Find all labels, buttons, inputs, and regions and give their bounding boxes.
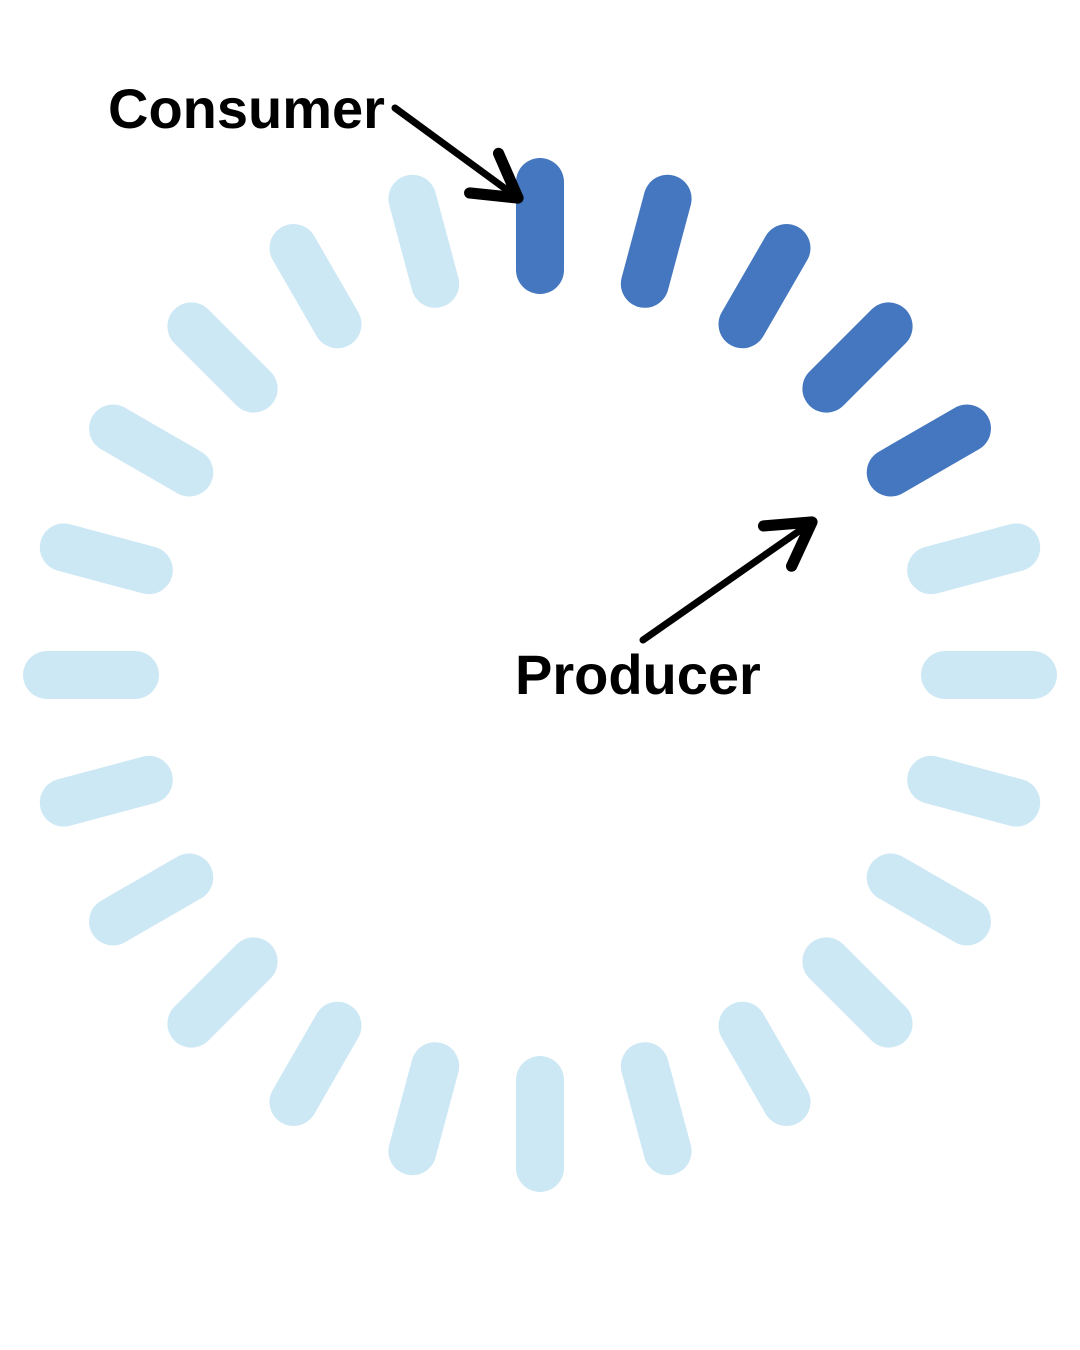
empty-slot-23: [388, 174, 460, 308]
consumer-arrow: [391, 104, 524, 204]
empty-slot-13: [388, 1042, 460, 1176]
filled-slot-3: [802, 302, 913, 413]
empty-slot-21: [167, 302, 278, 413]
empty-slot-5: [907, 523, 1041, 595]
consumer-label: Consumer: [108, 77, 385, 140]
filled-slot-2: [718, 224, 811, 349]
empty-slot-14: [269, 1001, 362, 1126]
empty-slot-8: [866, 853, 991, 946]
empty-slot-19: [39, 523, 173, 595]
empty-slot-11: [620, 1042, 692, 1176]
empty-slot-17: [39, 755, 173, 827]
producer-label: Producer: [515, 643, 761, 706]
empty-slot-22: [269, 224, 362, 349]
filled-slot-4: [866, 404, 991, 497]
ring-slots: [23, 158, 1057, 1192]
empty-slot-15: [167, 937, 278, 1048]
empty-slot-7: [907, 755, 1041, 827]
empty-slot-10: [718, 1001, 811, 1126]
producer-arrow: [639, 516, 818, 644]
filled-slot-1: [620, 174, 692, 308]
empty-slot-20: [89, 404, 214, 497]
empty-slot-9: [802, 937, 913, 1048]
empty-slot-16: [89, 853, 214, 946]
